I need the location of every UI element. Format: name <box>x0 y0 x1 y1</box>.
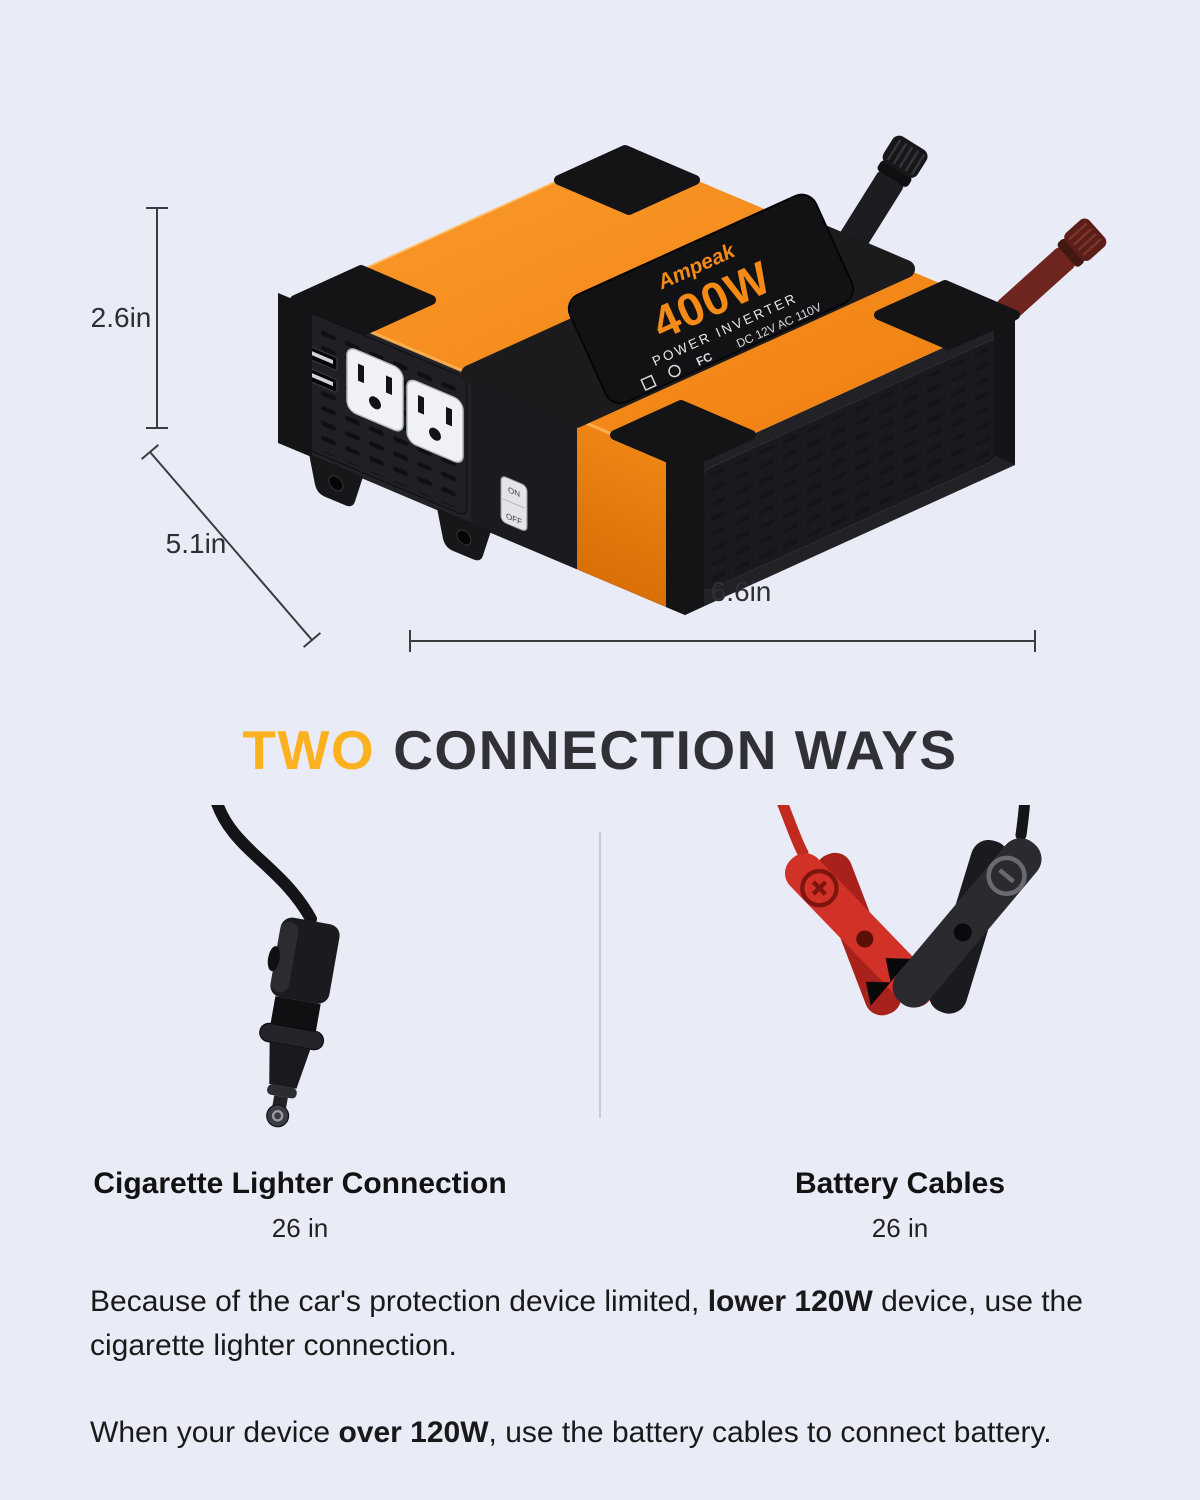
power-switch: ON OFF <box>500 476 528 531</box>
battery-cables-title: Battery Cables <box>794 1167 1006 1200</box>
heading-accent: TWO <box>242 719 376 781</box>
inverter-product-figure: ON OFF <box>0 0 1200 690</box>
heading-rest: CONNECTION WAYS <box>393 719 958 781</box>
connection-ways-section: Cigarette Lighter Connection 26 in <box>0 805 1200 1265</box>
dimension-lines <box>140 207 1036 652</box>
battery-cables-column: Battery Cables 26 in <box>600 805 1200 1244</box>
column-divider <box>599 832 601 1118</box>
cigarette-lighter-length: 26 in <box>271 1213 329 1243</box>
note-battery-pre: When your device <box>90 1416 339 1449</box>
battery-terminal-red <box>996 218 1107 321</box>
black-clamp <box>865 838 1042 1014</box>
battery-cables-icon <box>777 805 1042 1016</box>
usage-notes: Because of the car's protection device l… <box>90 1280 1112 1455</box>
battery-cables-length: 26 in <box>871 1213 929 1243</box>
dimension-length-label: 6.6in <box>711 576 772 607</box>
ac-outlet-icon <box>346 348 404 432</box>
inverter-right-face <box>685 315 1015 615</box>
switch-on-label: ON <box>508 484 520 499</box>
note-battery-bold: over 120W <box>338 1416 489 1449</box>
note-battery: When your device over 120W, use the batt… <box>90 1411 1112 1455</box>
cigarette-lighter-title: Cigarette Lighter Connection <box>93 1167 507 1200</box>
note-battery-post: , use the battery cables to connect batt… <box>488 1416 1052 1449</box>
dimension-depth-label: 5.1in <box>166 528 227 559</box>
corner-bumpers <box>290 145 1020 470</box>
cigarette-lighter-icon <box>211 805 340 1128</box>
battery-terminal-black <box>838 135 928 253</box>
note-lighter: Because of the car's protection device l… <box>90 1280 1112 1367</box>
cigarette-lighter-column: Cigarette Lighter Connection 26 in <box>0 805 600 1244</box>
mounting-ears <box>309 453 491 561</box>
certification-icons <box>640 364 681 392</box>
note-lighter-bold: lower 120W <box>707 1285 873 1318</box>
note-lighter-post: device, use the cigarette lighter connec… <box>90 1285 1083 1362</box>
inverter-front-face: ON OFF <box>295 300 685 615</box>
inverter-illustration: ON OFF <box>91 135 1107 652</box>
note-lighter-pre: Because of the car's protection device l… <box>90 1285 708 1318</box>
cert-mark: FC <box>694 349 715 368</box>
dimension-height-label: 2.6in <box>91 302 152 333</box>
section-heading: TWO CONNECTION WAYS <box>0 718 1200 782</box>
ac-outlet-icon <box>406 379 464 463</box>
